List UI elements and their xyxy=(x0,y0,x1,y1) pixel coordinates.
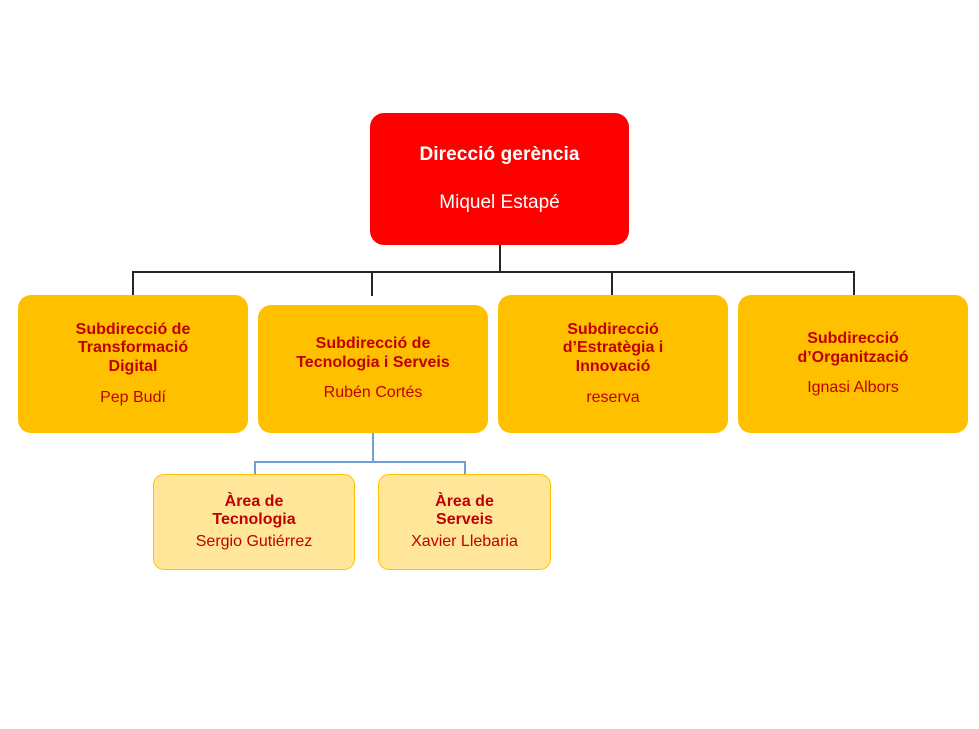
connector-subdirections-bus xyxy=(132,271,855,273)
node-title-line-2: d’Estratègia i xyxy=(562,339,664,357)
connector-drop-subdireccio-1 xyxy=(132,271,134,296)
connector-drop-subdireccio-2 xyxy=(371,271,373,296)
node-person: Ignasi Albors xyxy=(807,379,899,397)
node-title: Direcció gerència xyxy=(419,143,580,165)
node-title-line-1: Subdirecció xyxy=(567,320,659,338)
node-title-line-2: Tecnologia xyxy=(212,511,296,529)
connector-drop-subdireccio-3 xyxy=(611,271,613,296)
node-person: reserva xyxy=(586,388,640,406)
node-person: Pep Budí xyxy=(100,388,166,406)
node-title-line-2: d’Organització xyxy=(797,348,909,366)
node-subdireccio-organitzacio[interactable]: Subdirecció d’Organització Ignasi Albors xyxy=(738,295,968,433)
node-title-line-2: Transformació xyxy=(77,339,189,357)
connector-drop-area-2 xyxy=(464,461,466,475)
connector-root-stem xyxy=(499,245,501,273)
connector-drop-subdireccio-4 xyxy=(853,271,855,296)
node-person: Miquel Estapé xyxy=(439,192,560,213)
node-person: Rubén Cortés xyxy=(323,384,423,402)
node-subdireccio-tecnologia-i-serveis[interactable]: Subdirecció de Tecnologia i Serveis Rubé… xyxy=(258,305,488,433)
node-title-line-3: Digital xyxy=(108,358,158,375)
node-direccio-gerencia[interactable]: Direcció gerència Miquel Estapé xyxy=(370,113,629,245)
node-title-line-1: Àrea de xyxy=(224,492,284,510)
node-title-line-2: Tecnologia i Serveis xyxy=(296,353,450,371)
node-area-serveis[interactable]: Àrea de Serveis Xavier Llebaria xyxy=(378,474,551,570)
node-title-line-2: Serveis xyxy=(436,511,493,529)
node-title-line-1: Subdirecció de xyxy=(315,335,431,353)
node-person: Xavier Llebaria xyxy=(411,532,518,550)
node-title-line-1: Subdirecció de xyxy=(75,320,191,338)
node-subdireccio-estrategia-i-innovacio[interactable]: Subdirecció d’Estratègia i Innovació res… xyxy=(498,295,728,433)
node-title-line-3: Innovació xyxy=(575,358,651,375)
node-title-line-1: Subdirecció xyxy=(807,330,899,348)
node-subdireccio-transformacio-digital[interactable]: Subdirecció de Transformació Digital Pep… xyxy=(18,295,248,433)
node-person: Sergio Gutiérrez xyxy=(195,532,313,550)
connector-drop-area-1 xyxy=(254,461,256,475)
connector-tecnologia-stem xyxy=(372,433,374,462)
connector-arees-bus xyxy=(254,461,466,463)
node-area-tecnologia[interactable]: Àrea de Tecnologia Sergio Gutiérrez xyxy=(153,474,355,570)
node-title-line-1: Àrea de xyxy=(435,492,494,510)
